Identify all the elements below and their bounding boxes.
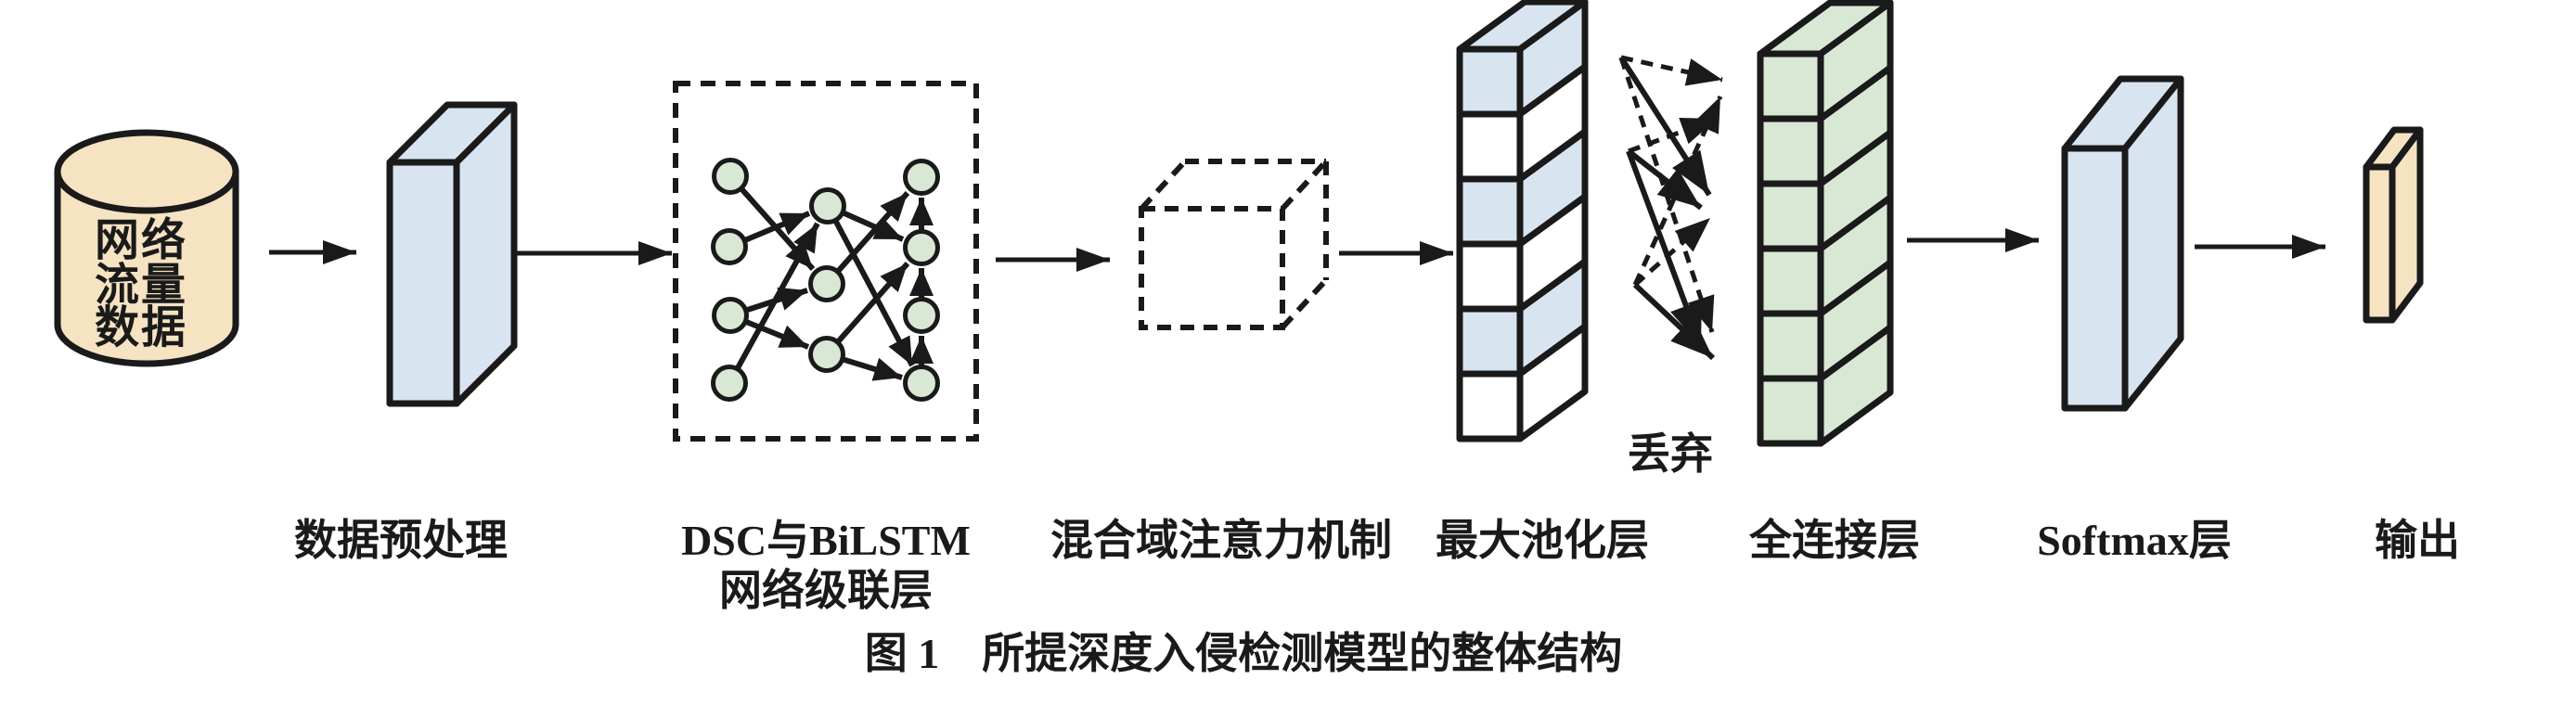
- dropout-arrow-dashed: [1620, 55, 1723, 86]
- nn-node: [903, 229, 940, 266]
- nn-edge: [824, 262, 910, 356]
- flow-arrows: [269, 228, 2325, 272]
- nn-node: [808, 336, 845, 373]
- preprocess-label: 数据预处理: [294, 517, 508, 564]
- database-cylinder: 网络 流量 数据: [54, 129, 239, 367]
- preprocess-block: [386, 101, 518, 407]
- fc-label: 全连接层: [1748, 517, 1920, 564]
- output-label: 输出: [2375, 517, 2460, 564]
- dropout-arrow-solid: [1627, 148, 1703, 211]
- dropout-arrow-solid: [1626, 149, 1704, 348]
- softmax-block: [2061, 75, 2184, 412]
- nn-edge: [825, 204, 915, 367]
- nn-node: [903, 297, 940, 334]
- cascade-label-line1: DSC与BiLSTM: [681, 517, 971, 564]
- nn-edge: [727, 222, 820, 385]
- dropout-arrow-dashed: [1618, 57, 1715, 333]
- nn-node: [712, 297, 749, 334]
- nn-node: [711, 228, 748, 265]
- maxpool-stack: [1456, 0, 1589, 442]
- database-label-line2: 流量: [95, 261, 187, 310]
- softmax-label: Softmax层: [2037, 517, 2232, 564]
- attention-label: 混合域注意力机制: [1050, 517, 1392, 564]
- nn-node: [903, 159, 940, 196]
- nn-edge: [824, 191, 910, 286]
- nn-node: [712, 158, 749, 195]
- cascade-box: [673, 81, 979, 442]
- dropout-arrows: [1618, 55, 1723, 361]
- maxpool-label: 最大池化层: [1436, 517, 1649, 564]
- nn-node: [808, 265, 845, 302]
- stage-labels: 数据预处理 DSC与BiLSTM 网络级联层 混合域注意力机制 最大池化层 丢弃…: [294, 430, 2460, 614]
- attention-cube: [1139, 159, 1329, 330]
- dropout-label: 丢弃: [1628, 430, 1713, 478]
- nn-node: [903, 365, 940, 402]
- dropout-arrow-solid: [1632, 282, 1716, 361]
- fc-stack: [1757, 0, 1894, 447]
- nn-node: [809, 187, 846, 224]
- nn-nodes: [711, 158, 940, 402]
- output-block: [2363, 126, 2424, 324]
- database-label-line1: 网络: [95, 215, 187, 265]
- nn-node: [711, 365, 748, 402]
- database-label-line3: 数据: [95, 303, 187, 352]
- dropout-arrow-dashed: [1633, 216, 1712, 287]
- cascade-label-line2: 网络级联层: [719, 567, 933, 614]
- figure-caption: 图 1 所提深度入侵检测模型的整体结构: [865, 630, 1623, 677]
